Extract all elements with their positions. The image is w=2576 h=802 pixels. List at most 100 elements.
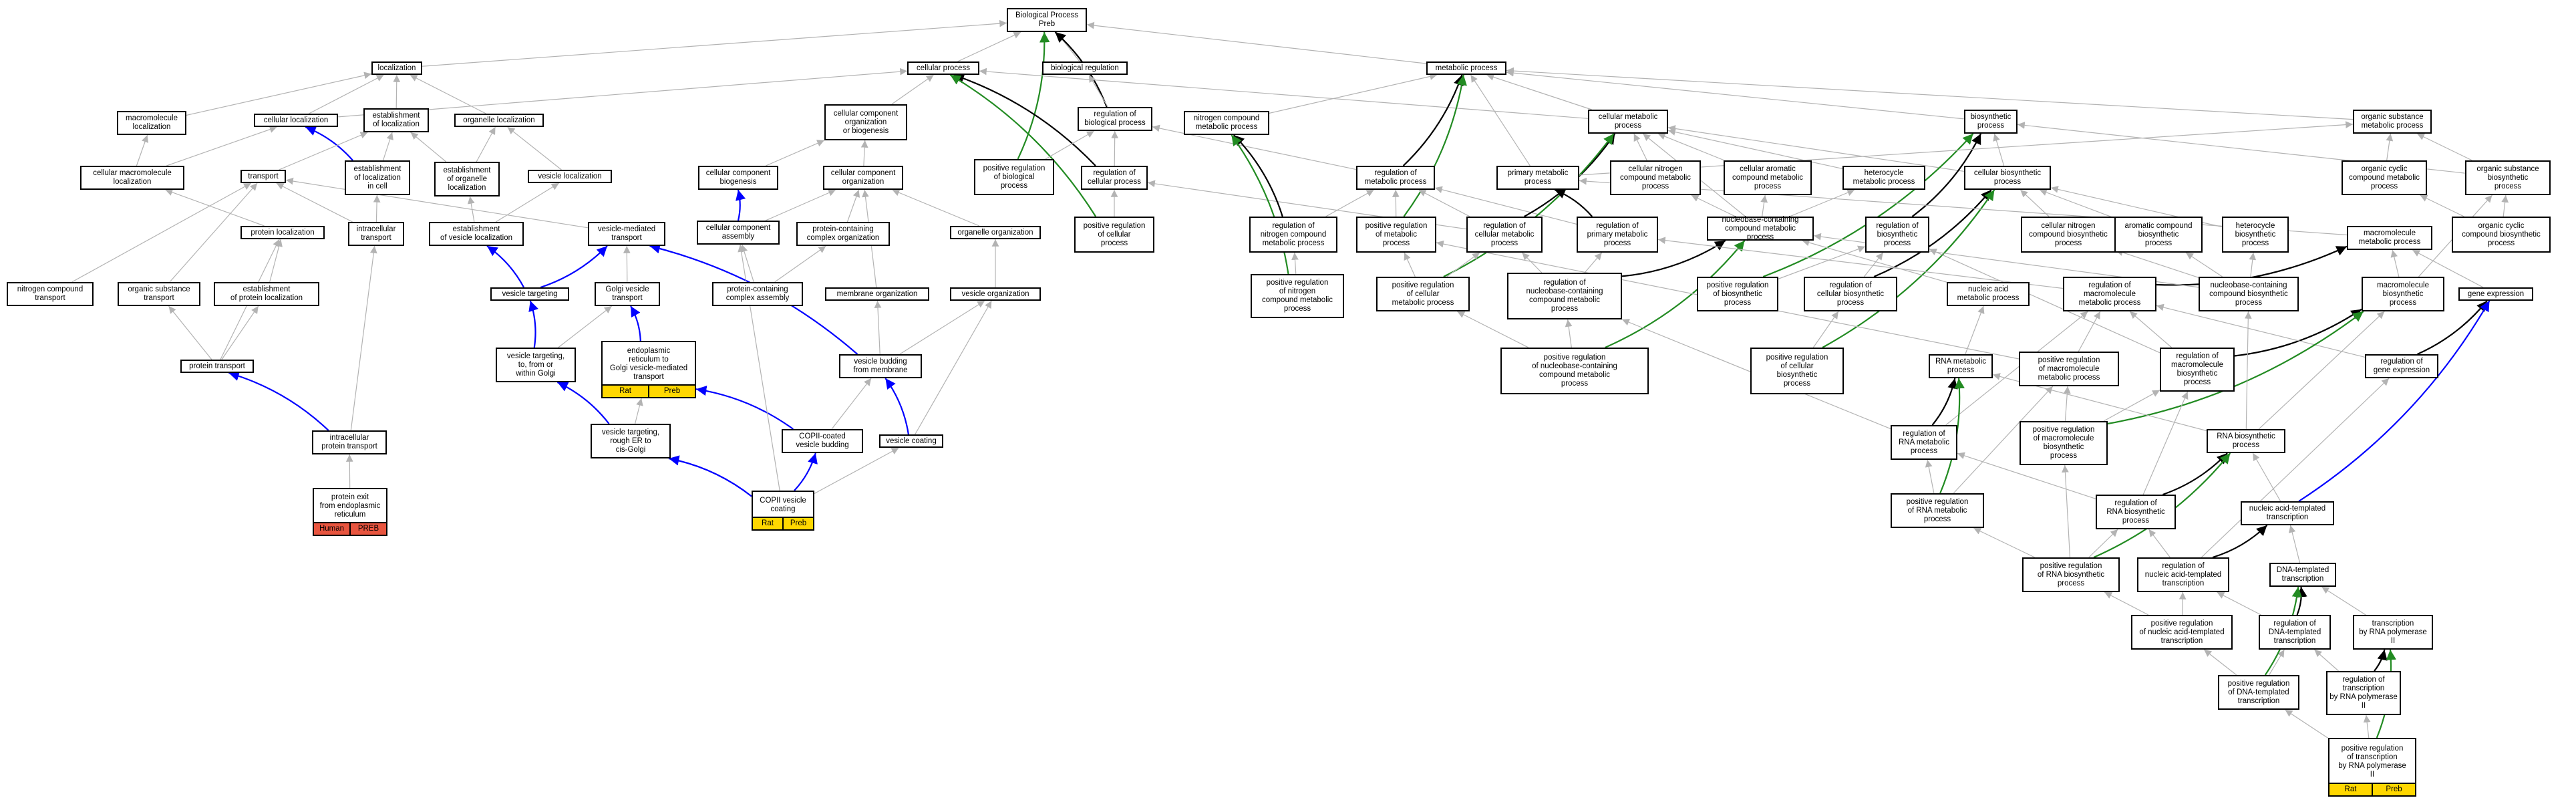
term-node-rnamp[interactable]: RNA metabolic process	[1929, 354, 1993, 378]
term-node-metab[interactable]: metabolic process	[1426, 61, 1506, 75]
term-node-cellproc[interactable]: cellular process	[907, 61, 979, 75]
term-node-posregrnamp[interactable]: positive regulation of RNA metabolic pro…	[1891, 493, 1984, 528]
term-node-macroloc[interactable]: macromolecule localization	[117, 111, 186, 135]
term-node-ocbp[interactable]: organic cyclic compound biosynthetic pro…	[2452, 217, 2551, 253]
term-node-macromp[interactable]: macromolecule metabolic process	[2347, 226, 2432, 250]
term-node-posregcbp[interactable]: positive regulation of cellular biosynth…	[1750, 348, 1844, 394]
term-node-posregtranspol2[interactable]: positive regulation of transcription by …	[2328, 738, 2416, 797]
term-node-vmt[interactable]: vesicle-mediated transport	[588, 222, 665, 246]
term-node-cml[interactable]: cellular macromolecule localization	[80, 166, 184, 190]
term-node-posregcmp[interactable]: positive regulation of cellular metaboli…	[1376, 277, 1470, 311]
term-node-localization[interactable]: localization	[371, 61, 422, 75]
term-node-regmacrobp[interactable]: regulation of macromolecule biosynthetic…	[2160, 348, 2235, 392]
term-node-rnabp[interactable]: RNA biosynthetic process	[2207, 429, 2285, 453]
term-node-dnatt[interactable]: DNA-templated transcription	[2269, 563, 2336, 587]
term-node-hetmp[interactable]: heterocycle metabolic process	[1842, 166, 1925, 190]
term-node-biosyn[interactable]: biosynthetic process	[1964, 110, 2018, 134]
term-node-vesloc[interactable]: vesicle localization	[528, 170, 612, 183]
term-node-regnatt[interactable]: regulation of nucleic acid-templated tra…	[2137, 557, 2229, 592]
term-node-regmacromp[interactable]: regulation of macromolecule metabolic pr…	[2063, 277, 2156, 311]
term-node-orgorg[interactable]: organelle organization	[950, 226, 1041, 239]
term-node-orgloc[interactable]: organelle localization	[454, 114, 544, 127]
term-node-acbp[interactable]: aromatic compound biosynthetic process	[2114, 217, 2203, 253]
term-node-posregbiosyn[interactable]: positive regulation of biosynthetic proc…	[1697, 277, 1778, 311]
term-node-posregnatt[interactable]: positive regulation of nucleic acid-temp…	[2131, 615, 2233, 650]
term-node-ccbiog[interactable]: cellular component biogenesis	[698, 166, 778, 190]
term-node-regnbcmp[interactable]: regulation of nucleobase-containing comp…	[1507, 273, 1622, 319]
term-node-osmp[interactable]: organic substance metabolic process	[2353, 110, 2432, 134]
term-node-ergolgi[interactable]: endoplasmic reticulum to Golgi vesicle-m…	[601, 341, 696, 398]
term-node-ostrans[interactable]: organic substance transport	[118, 282, 200, 306]
term-node-regcbp[interactable]: regulation of cellular biosynthetic proc…	[1804, 277, 1897, 311]
term-node-estloc[interactable]: establishment of localization	[363, 108, 429, 132]
term-node-prottrans[interactable]: protein transport	[180, 360, 254, 373]
term-node-namp[interactable]: nucleic acid metabolic process	[1947, 282, 2030, 306]
term-node-posregmacrobp[interactable]: positive regulation of macromolecule bio…	[2020, 421, 2108, 465]
term-node-regcmp[interactable]: regulation of cellular metabolic process	[1466, 217, 1543, 253]
term-node-cncmp[interactable]: cellular nitrogen compound metabolic pro…	[1610, 160, 1701, 195]
term-node-pcca[interactable]: protein-containing complex assembly	[712, 282, 803, 306]
term-node-posregmacromp[interactable]: positive regulation of macromolecule met…	[2019, 352, 2119, 386]
term-node-bp[interactable]: Biological Process Preb	[1007, 8, 1087, 32]
term-node-cbp[interactable]: cellular biosynthetic process	[1964, 166, 2051, 190]
term-node-geneexp[interactable]: gene expression	[2458, 287, 2533, 301]
term-node-hetbp[interactable]: heterocycle biosynthetic process	[2222, 217, 2289, 253]
term-node-regrnamp[interactable]: regulation of RNA metabolic process	[1891, 425, 1957, 460]
term-node-regrnabp[interactable]: regulation of RNA biosynthetic process	[2096, 495, 2176, 529]
term-node-copiibud[interactable]: COPII-coated vesicle budding	[782, 429, 863, 453]
term-node-regcp[interactable]: regulation of cellular process	[1081, 166, 1148, 190]
term-node-regprimmp[interactable]: regulation of primary metabolic process	[1577, 217, 1658, 253]
term-node-ccob[interactable]: cellular component organization or bioge…	[824, 104, 907, 140]
term-node-ccassembly[interactable]: cellular component assembly	[697, 221, 780, 245]
term-node-estorgloc[interactable]: establishment of organelle localization	[434, 162, 500, 196]
term-node-posregncmp[interactable]: positive regulation of nitrogen compound…	[1251, 274, 1344, 318]
term-node-estvesloc[interactable]: establishment of vesicle localization	[429, 222, 524, 246]
term-node-vesbud[interactable]: vesicle budding from membrane	[839, 354, 922, 378]
term-node-vescoat[interactable]: vesicle coating	[879, 434, 943, 448]
term-node-memorg[interactable]: membrane organization	[825, 287, 929, 301]
term-node-osbp[interactable]: organic substance biosynthetic process	[2465, 160, 2551, 195]
term-node-regbp[interactable]: regulation of biological process	[1078, 107, 1152, 131]
term-node-ncmp[interactable]: nitrogen compound metabolic process	[1184, 111, 1269, 135]
term-node-golgivt[interactable]: Golgi vesicle transport	[595, 282, 660, 306]
term-node-nbcbp[interactable]: nucleobase-containing compound biosynthe…	[2199, 277, 2299, 311]
term-node-vtgolgi[interactable]: vesicle targeting, to, from or within Go…	[496, 348, 576, 382]
term-node-bioreg[interactable]: biological regulation	[1042, 61, 1128, 75]
term-node-nctrans[interactable]: nitrogen compound transport	[7, 282, 94, 306]
term-node-regdnatt[interactable]: regulation of DNA-templated transcriptio…	[2259, 615, 2331, 650]
term-node-posregnbcmp[interactable]: positive regulation of nucleobase-contai…	[1500, 348, 1649, 394]
term-node-vestarg[interactable]: vesicle targeting	[490, 287, 569, 301]
term-node-cncbp[interactable]: cellular nitrogen compound biosynthetic …	[2021, 217, 2116, 253]
term-node-acmp[interactable]: cellular aromatic compound metabolic pro…	[1724, 160, 1812, 195]
term-node-macrobp[interactable]: macromolecule biosynthetic process	[2362, 277, 2444, 311]
term-node-regmp[interactable]: regulation of metabolic process	[1356, 166, 1435, 190]
term-node-vesorg[interactable]: vesicle organization	[950, 287, 1041, 301]
term-node-intraprottrans[interactable]: intracellular protein transport	[312, 430, 387, 454]
term-node-reggeneexp[interactable]: regulation of gene expression	[2365, 354, 2438, 378]
term-node-ccorg[interactable]: cellular component organization	[823, 166, 903, 190]
term-node-protloc[interactable]: protein localization	[240, 226, 325, 239]
term-node-posregcp[interactable]: positive regulation of cellular process	[1074, 217, 1154, 253]
term-node-nbcmp[interactable]: nucleobase-containing compound metabolic…	[1707, 216, 1814, 241]
term-node-posregdnatt[interactable]: positive regulation of DNA-templated tra…	[2218, 675, 2299, 710]
term-node-estprotloc[interactable]: establishment of protein localization	[214, 282, 319, 306]
term-node-regbiosyn[interactable]: regulation of biosynthetic process	[1865, 217, 1929, 253]
term-node-intratrans[interactable]: intracellular transport	[348, 222, 404, 246]
term-node-pcco[interactable]: protein-containing complex organization	[796, 222, 890, 246]
term-node-natt[interactable]: nucleic acid-templated transcription	[2241, 501, 2334, 525]
term-node-vtrough[interactable]: vesicle targeting, rough ER to cis-Golgi	[591, 424, 671, 458]
term-node-posregrnabp[interactable]: positive regulation of RNA biosynthetic …	[2022, 557, 2120, 592]
term-node-transport[interactable]: transport	[240, 170, 286, 183]
term-node-primmp[interactable]: primary metabolic process	[1496, 166, 1579, 190]
term-node-posregmp[interactable]: positive regulation of metabolic process	[1356, 217, 1436, 253]
term-node-posregbp[interactable]: positive regulation of biological proces…	[974, 159, 1054, 195]
term-node-cmp[interactable]: cellular metabolic process	[1588, 110, 1668, 134]
term-node-transpol2[interactable]: transcription by RNA polymerase II	[2353, 615, 2433, 650]
term-node-regncmp[interactable]: regulation of nitrogen compound metaboli…	[1249, 217, 1337, 253]
term-node-regtranspol2[interactable]: regulation of transcription by RNA polym…	[2326, 671, 2401, 715]
term-node-cellloc[interactable]: cellular localization	[254, 114, 338, 127]
term-node-ocmp[interactable]: organic cyclic compound metabolic proces…	[2342, 160, 2427, 195]
term-node-estlocincell[interactable]: establishment of localization in cell	[345, 160, 410, 195]
